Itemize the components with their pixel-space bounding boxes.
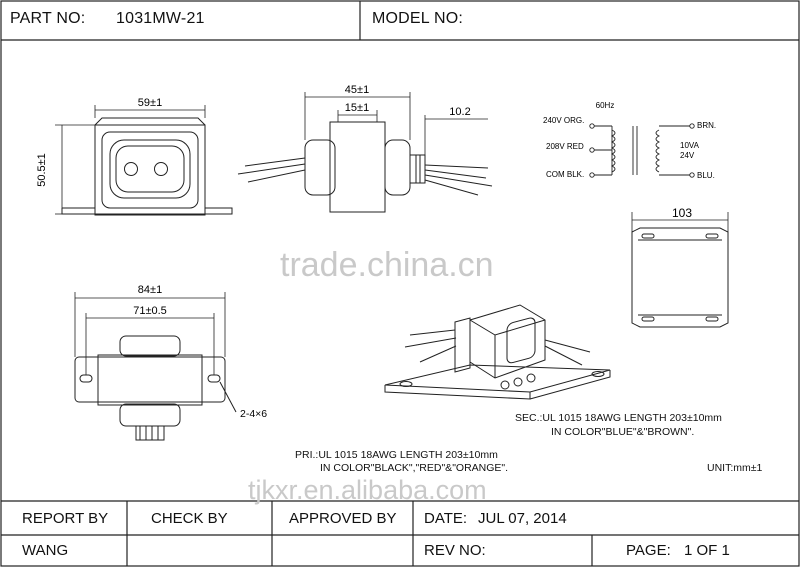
watermark-main: trade.china.cn bbox=[280, 246, 494, 284]
dim-left-height: 50.5±1 bbox=[36, 153, 48, 187]
schematic-diagram bbox=[589, 123, 695, 178]
schematic-rating-va: 10VA bbox=[680, 141, 700, 150]
check-by-label: CHECK BY bbox=[151, 510, 228, 527]
dim-bottom-holes: 71±0.5 bbox=[133, 305, 167, 317]
bottom-view bbox=[74, 292, 237, 441]
schematic-freq: 60Hz bbox=[596, 101, 615, 110]
approved-by-label: APPROVED BY bbox=[289, 510, 397, 527]
report-by-label: REPORT BY bbox=[22, 510, 109, 527]
dim-top-width: 59±1 bbox=[138, 97, 162, 109]
schematic-pri-208: 208V RED bbox=[546, 142, 584, 151]
page-value: 1 OF 1 bbox=[684, 542, 730, 559]
model-no-label: MODEL NO: bbox=[372, 10, 463, 27]
isometric-view bbox=[384, 304, 611, 400]
dim-plate-width: 103 bbox=[672, 206, 692, 220]
date-value: JUL 07, 2014 bbox=[478, 510, 567, 527]
schematic-pri-com: COM BLK. bbox=[546, 170, 584, 179]
schematic-sec-brn: BRN. bbox=[697, 121, 716, 130]
schematic-sec-blu: BLU. bbox=[697, 171, 715, 180]
schematic-pri-240: 240V ORG. bbox=[543, 116, 584, 125]
part-no-label: PART NO: bbox=[10, 10, 86, 27]
schematic-rating-v: 24V bbox=[680, 151, 695, 160]
report-by-value: WANG bbox=[22, 542, 69, 559]
dim-side-core: 15±1 bbox=[345, 102, 369, 114]
date-label: DATE: bbox=[424, 510, 468, 527]
front-view bbox=[55, 105, 233, 216]
sec-note-line2: IN COLOR"BLUE"&"BROWN". bbox=[551, 426, 695, 438]
page-label: PAGE: bbox=[626, 542, 671, 559]
dim-hole-callout: 2-4×6 bbox=[240, 408, 267, 420]
unit-note: UNIT:mm±1 bbox=[707, 462, 763, 474]
side-view bbox=[237, 92, 493, 213]
dim-side-total: 45±1 bbox=[345, 84, 369, 96]
pri-note-line2: IN COLOR"BLACK","RED"&"ORANGE". bbox=[320, 462, 509, 474]
dim-bottom-overall: 84±1 bbox=[138, 284, 162, 296]
sec-note-line1: SEC.:UL 1015 18AWG LENGTH 203±10mm bbox=[515, 412, 722, 424]
pri-note-line1: PRI.:UL 1015 18AWG LENGTH 203±10mm bbox=[295, 449, 498, 461]
base-plate-view bbox=[631, 212, 729, 328]
rev-no-label: REV NO: bbox=[424, 542, 486, 559]
dim-side-offset: 10.2 bbox=[449, 106, 470, 118]
watermark-site: tjkxr.en.alibaba.com bbox=[248, 475, 487, 505]
part-no-value: 1031MW-21 bbox=[116, 10, 205, 27]
